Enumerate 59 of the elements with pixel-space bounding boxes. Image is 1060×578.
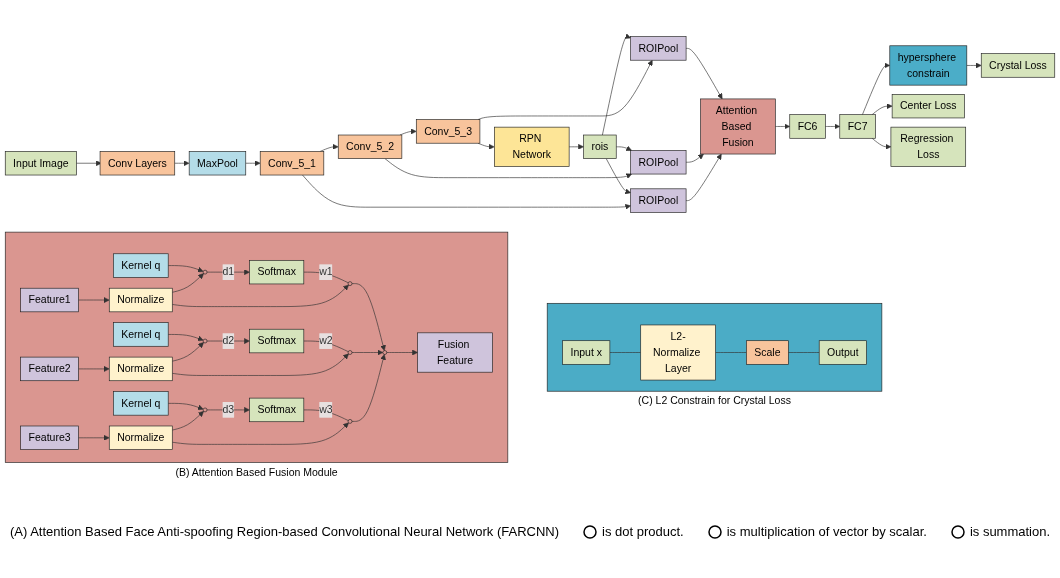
node-box: Crystal Loss [980,53,1056,78]
node-box: FC7 [839,114,876,139]
legend-text: is multiplication of vector by scalar. [726,524,927,539]
node-box: Normalize [108,356,173,382]
node-box: L2-Normalize Layer [640,324,716,381]
node-box: MaxPool [188,151,247,176]
edge-label: w2 [319,335,333,347]
node-box: FC6 [789,114,826,139]
node-box: Kernel q [113,391,169,416]
node-circle [202,407,208,413]
edge-label: w1 [319,266,333,278]
figure-caption: (A) Attention Based Face Anti-spoofing Region-based Convolutional Neural Network (FARCNN) [9,524,560,539]
edge-label: d1 [222,266,235,278]
node-box: Regression Loss [890,126,967,167]
node-circle [347,281,353,286]
node-circle [347,419,353,424]
connector [715,352,747,353]
node-box: ROIPool [630,150,687,175]
cluster [4,231,509,463]
node-box: Kernel q [113,253,169,278]
node-label: (B) Attention Based Fusion Module [175,466,338,478]
node-box: Kernel q [113,322,169,347]
node-box: Feature3 [20,425,79,450]
node-circle [347,350,353,355]
node-box: Normalize [108,425,173,450]
node-circle [202,269,208,275]
node-box: Scale [746,340,789,365]
node-box: Conv_5_2 [337,134,403,159]
edge-label: d3 [222,404,235,416]
node-box: Input x [562,340,611,365]
node-box: Output [818,340,867,365]
cluster [546,302,883,392]
node-box: Softmax [249,260,305,285]
legend-text: is dot product. [602,524,684,539]
node-box: Feature1 [20,287,79,313]
node-circle [202,338,208,344]
node-box: Attention Based Fusion [700,98,776,155]
node-box: Fusion Feature [417,332,493,373]
node-box: Conv_5_3 [415,119,481,144]
edge-label: w3 [319,404,333,416]
node-box: hypersphere constrain [889,45,968,86]
node-box: Softmax [249,328,305,354]
node-box: ROIPool [630,188,687,213]
connector [788,352,820,353]
node-circle [382,350,388,355]
node-box: ROIPool [630,36,687,61]
node-box: Input Image [4,151,77,176]
connector [609,352,642,353]
node-box: rois [583,134,617,159]
node-box: Conv Layers [99,151,176,176]
node-box: Softmax [249,397,305,423]
node-box: Center Loss [891,94,965,119]
node-box: Feature2 [20,356,79,382]
node-label: (C) L2 Constrain for Crystal Loss [638,395,791,407]
node-box: RPN Network [494,126,570,167]
edge-label: d2 [222,335,235,347]
node-box: Normalize [108,287,173,313]
node-box: Conv_5_1 [259,151,325,176]
legend-text: is summation. [969,524,1051,539]
